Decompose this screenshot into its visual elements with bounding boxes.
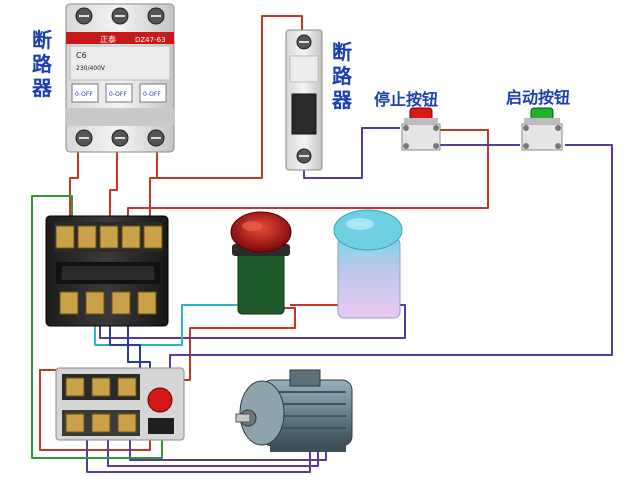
main-breaker-label-char-3: 器: [32, 76, 52, 100]
motor-junction-box: [289, 369, 321, 387]
main-breaker-label-char-2: 路: [32, 52, 52, 76]
wire-green-loop: [31, 195, 163, 459]
wire-red-lamp: [170, 307, 296, 381]
wire-purple-start-to-relay: [169, 144, 613, 380]
wire-red-breaker-to-contactor-1: [69, 150, 79, 218]
control-breaker-label-char-2: 路: [332, 64, 352, 88]
main-breaker[interactable]: 正泰 DZ47-63 C6 230/400V 0-OFF 0-OFF 0-OFF: [65, 3, 175, 153]
breaker-toggle-3[interactable]: [139, 83, 167, 103]
main-breaker-label: 断 路 器: [30, 28, 54, 100]
brand-strip: [66, 32, 174, 44]
main-breaker-label-char-1: 断: [32, 28, 52, 52]
control-breaker-label-char-3: 器: [332, 88, 352, 112]
control-breaker-label-char-1: 断: [332, 40, 352, 64]
off-label-1: 0-OFF: [75, 91, 93, 98]
wires: [31, 15, 613, 473]
off-label-3: 0-OFF: [143, 91, 161, 98]
contactor-bottom-terminals: [59, 291, 157, 315]
control-breaker-toggle[interactable]: [291, 93, 317, 135]
wire-red-stop-to-contactor: [127, 129, 489, 218]
wire-red-breaker-to-contactor-3: [149, 177, 157, 218]
contactor: [45, 215, 169, 327]
wire-purple-relay-to-motor-2: [107, 440, 319, 467]
breaker-voltage: 230/400V: [76, 65, 106, 72]
thermal-overload-relay: [55, 367, 185, 441]
motor-end-cap: [239, 380, 285, 446]
contactor-top-terminals: [55, 225, 163, 249]
control-breaker[interactable]: [285, 29, 323, 171]
off-label-2: 0-OFF: [109, 91, 127, 98]
wire-red-breaker-to-contactor-2: [109, 150, 118, 218]
breaker-toggle-2[interactable]: [105, 83, 133, 103]
wire-purple-lamp-blue: [99, 304, 406, 339]
wire-cyan-lamp: [94, 304, 255, 346]
breaker-rating: C6: [76, 51, 87, 60]
wire-red-breaker-to-small-breaker: [156, 15, 303, 179]
stop-button-label: 停止按钮: [374, 90, 439, 109]
control-breaker-label: 断 路 器: [330, 40, 354, 112]
wire-purple-small-breaker-to-stop: [303, 127, 400, 179]
breaker-brand: 正泰: [100, 34, 116, 44]
start-button-label: 启动按钮: [506, 88, 571, 107]
red-indicator-lamp: [230, 211, 292, 315]
stop-button[interactable]: [401, 107, 441, 151]
breaker-toggle-1[interactable]: [71, 83, 99, 103]
blue-indicator-lamp: [333, 209, 403, 319]
motor: [235, 369, 353, 452]
breaker-model: DZ47-63: [135, 36, 166, 44]
relay-dial-icon: [147, 387, 173, 413]
wire-purple-relay-to-motor-1: [86, 440, 311, 473]
start-button[interactable]: [521, 107, 563, 151]
